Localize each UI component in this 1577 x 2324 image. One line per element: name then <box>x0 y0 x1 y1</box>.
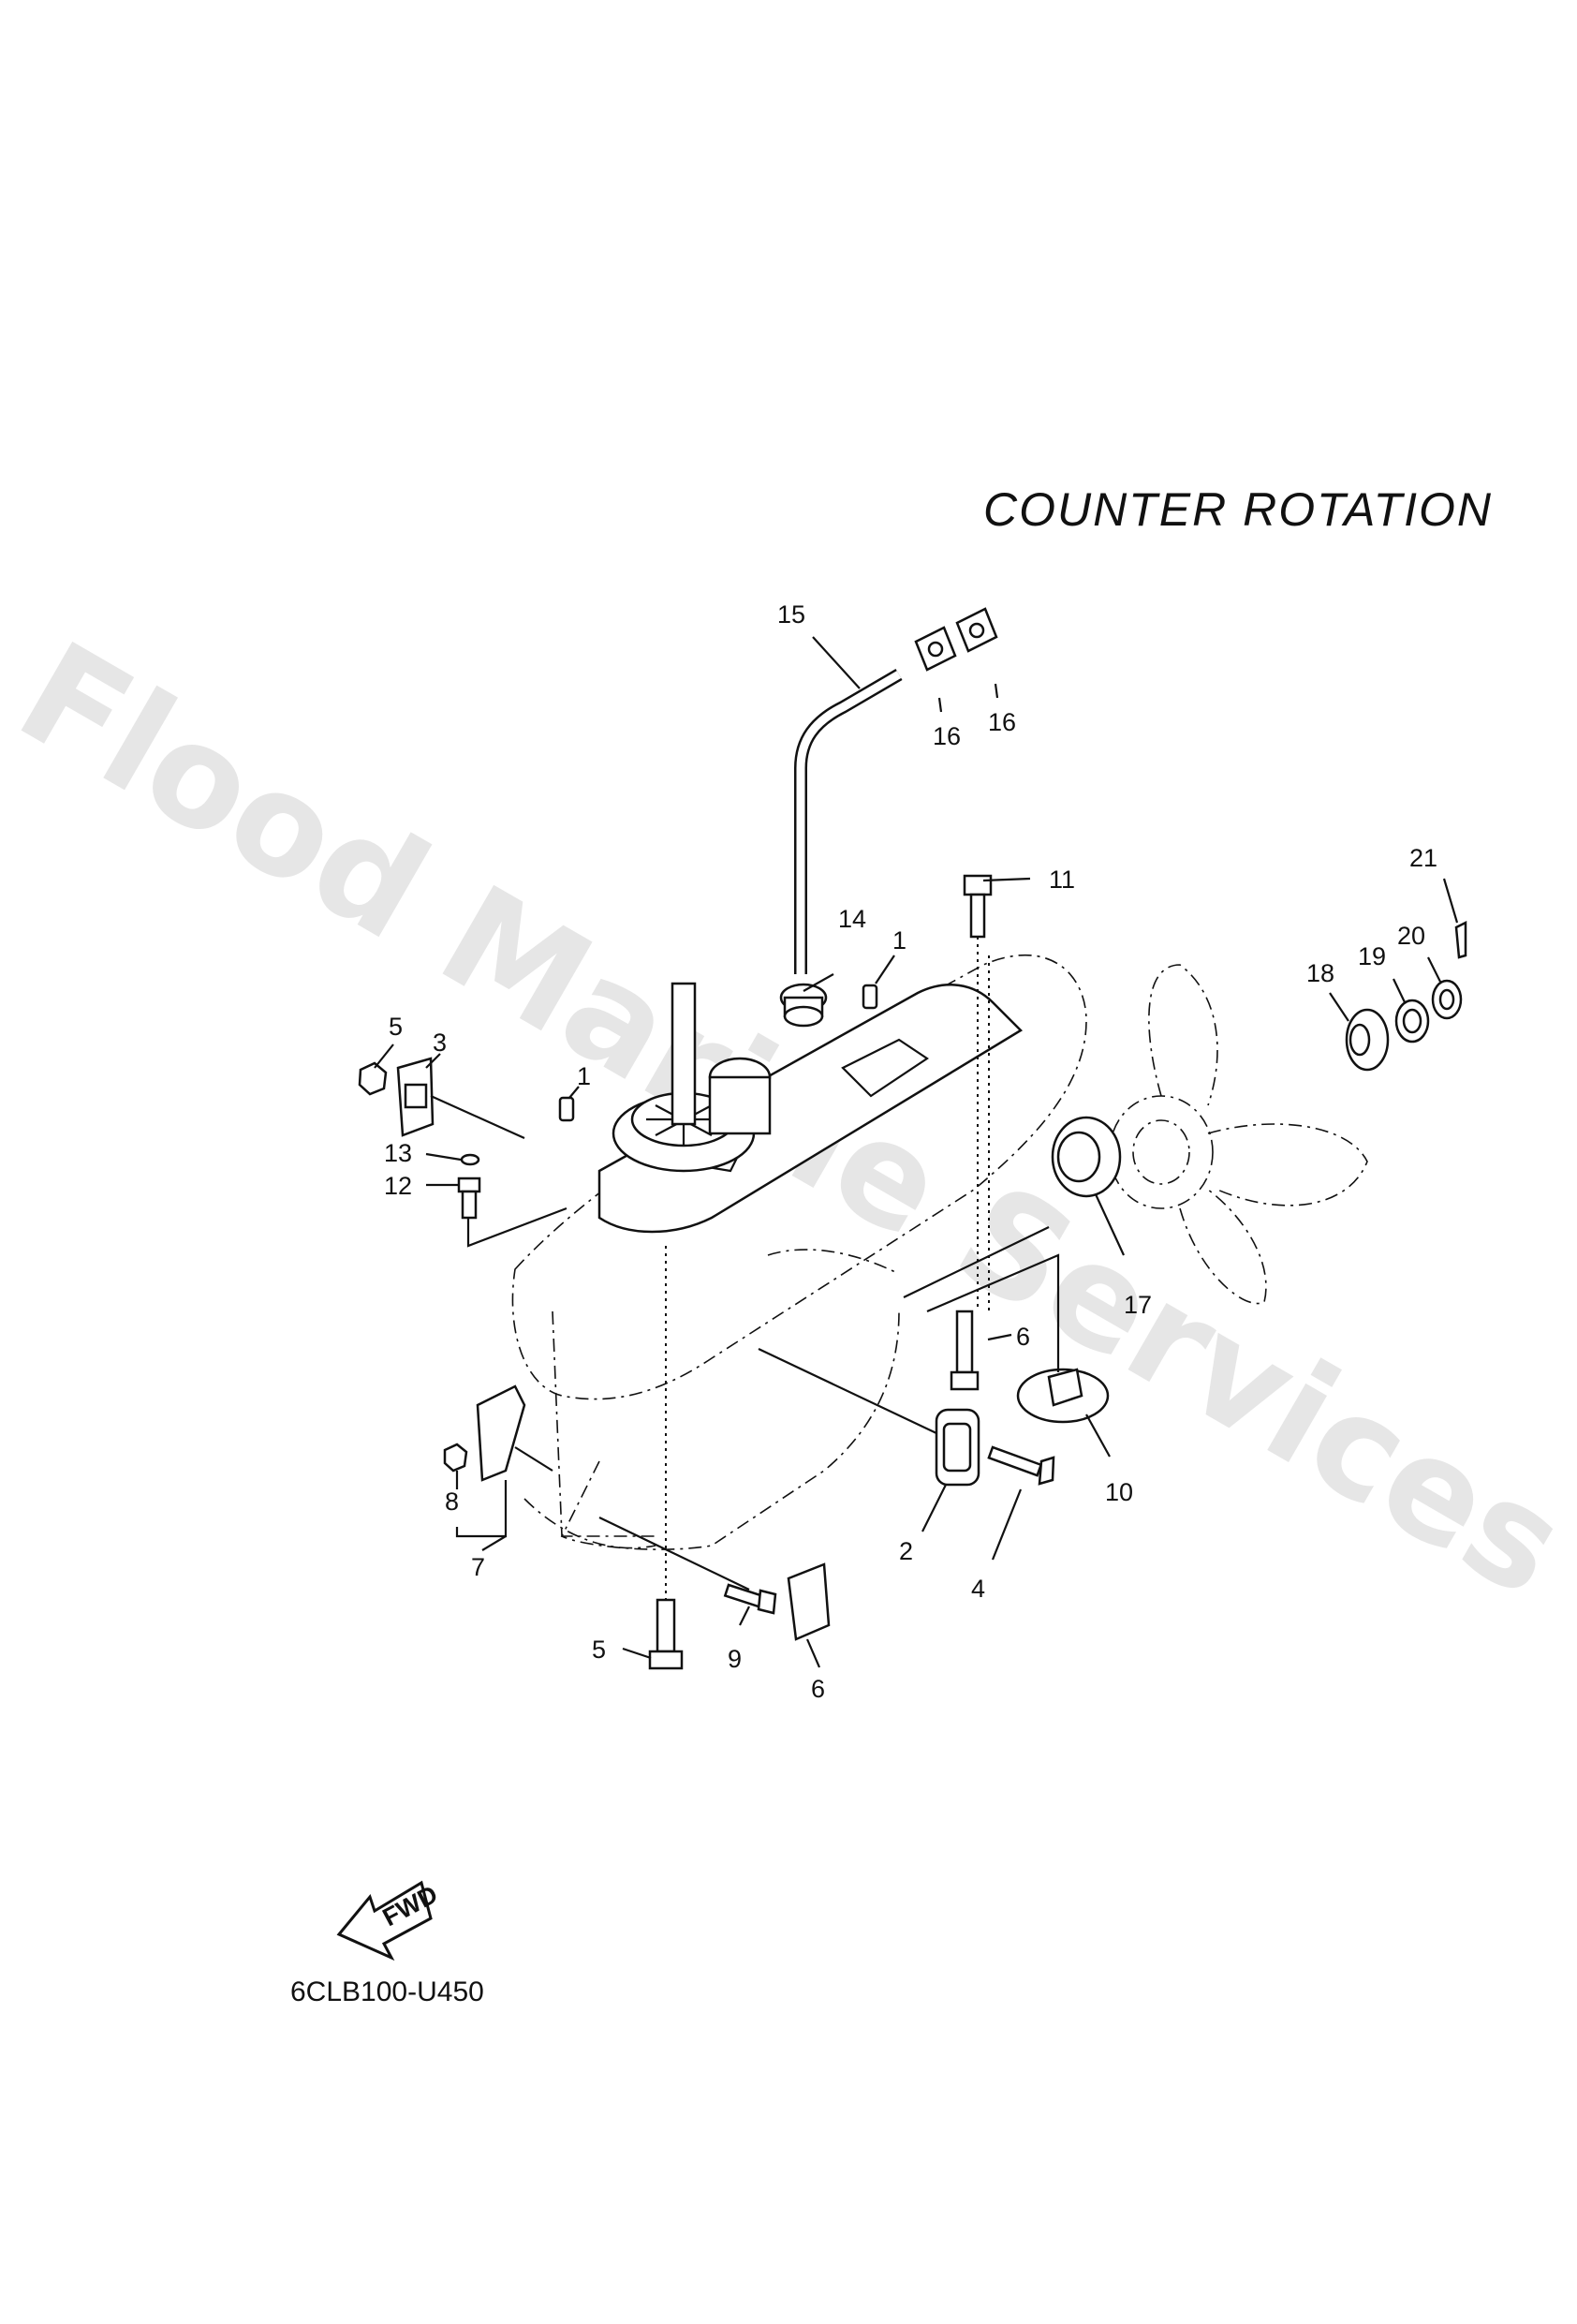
leader-lines <box>374 636 1459 1668</box>
callout-18: 18 <box>1306 959 1334 987</box>
nut-5-top <box>358 1061 388 1096</box>
callout-16b: 16 <box>988 708 1016 736</box>
hose-clip-b <box>955 607 998 653</box>
callout-16a: 16 <box>933 722 961 750</box>
anode-7 <box>476 1384 526 1482</box>
prop-nut-20 <box>1431 979 1463 1020</box>
bolt-11 <box>963 874 993 939</box>
trim-tab-anode <box>1016 1368 1110 1424</box>
hose-clip-a <box>914 626 957 672</box>
callout-10: 10 <box>1105 1478 1133 1506</box>
bolt-9 <box>723 1583 777 1615</box>
dowel-pin-b <box>558 1096 575 1122</box>
diagram-code: 6CLB100-U450 <box>290 1976 484 2007</box>
callout-8: 8 <box>445 1488 459 1516</box>
bolt-6-vertical <box>950 1310 980 1391</box>
callout-19: 19 <box>1358 942 1386 970</box>
callout-12: 12 <box>384 1172 412 1200</box>
lower-unit-housing <box>511 954 1087 1550</box>
spacer-18 <box>1345 1008 1390 1072</box>
callout-1a: 1 <box>892 926 906 955</box>
fwd-arrow-icon: FWD <box>336 1880 442 1961</box>
diagram-title: COUNTER ROTATION <box>983 483 1494 536</box>
callout-17: 17 <box>1124 1291 1152 1319</box>
callout-15: 15 <box>777 600 805 629</box>
callout-21: 21 <box>1409 844 1437 872</box>
bolt-4 <box>987 1445 1055 1486</box>
callout-4: 4 <box>971 1575 985 1603</box>
drive-shaft <box>671 982 697 1126</box>
callout-numbers: 15 16 16 11 14 1 1 5 3 13 12 17 6 10 18 … <box>384 600 1437 1703</box>
callout-6b: 6 <box>811 1675 825 1703</box>
callout-6a: 6 <box>1016 1323 1030 1351</box>
anode-6-lower <box>787 1562 831 1641</box>
bolt-5-lower <box>648 1598 684 1670</box>
callout-14: 14 <box>838 905 866 933</box>
dowel-pin-a <box>862 984 878 1010</box>
thrust-spacer <box>1051 1116 1122 1198</box>
callout-9: 9 <box>728 1645 742 1673</box>
cotter-pin-21 <box>1454 920 1467 959</box>
callout-13: 13 <box>384 1139 412 1167</box>
callout-20: 20 <box>1397 922 1425 950</box>
grommet <box>779 983 828 1028</box>
callout-7: 7 <box>471 1553 485 1581</box>
nut-8 <box>443 1443 468 1473</box>
o-ring-13 <box>460 1153 480 1166</box>
washer-19 <box>1394 999 1430 1044</box>
callout-2: 2 <box>899 1537 913 1565</box>
anode-2 <box>935 1408 980 1487</box>
anode-3 <box>396 1057 435 1137</box>
callout-1b: 1 <box>577 1062 591 1090</box>
fitting-12 <box>457 1177 481 1220</box>
callout-11: 11 <box>1049 866 1075 894</box>
callout-5b: 5 <box>592 1636 606 1664</box>
callout-3: 3 <box>433 1029 447 1057</box>
callout-5a: 5 <box>389 1013 403 1041</box>
